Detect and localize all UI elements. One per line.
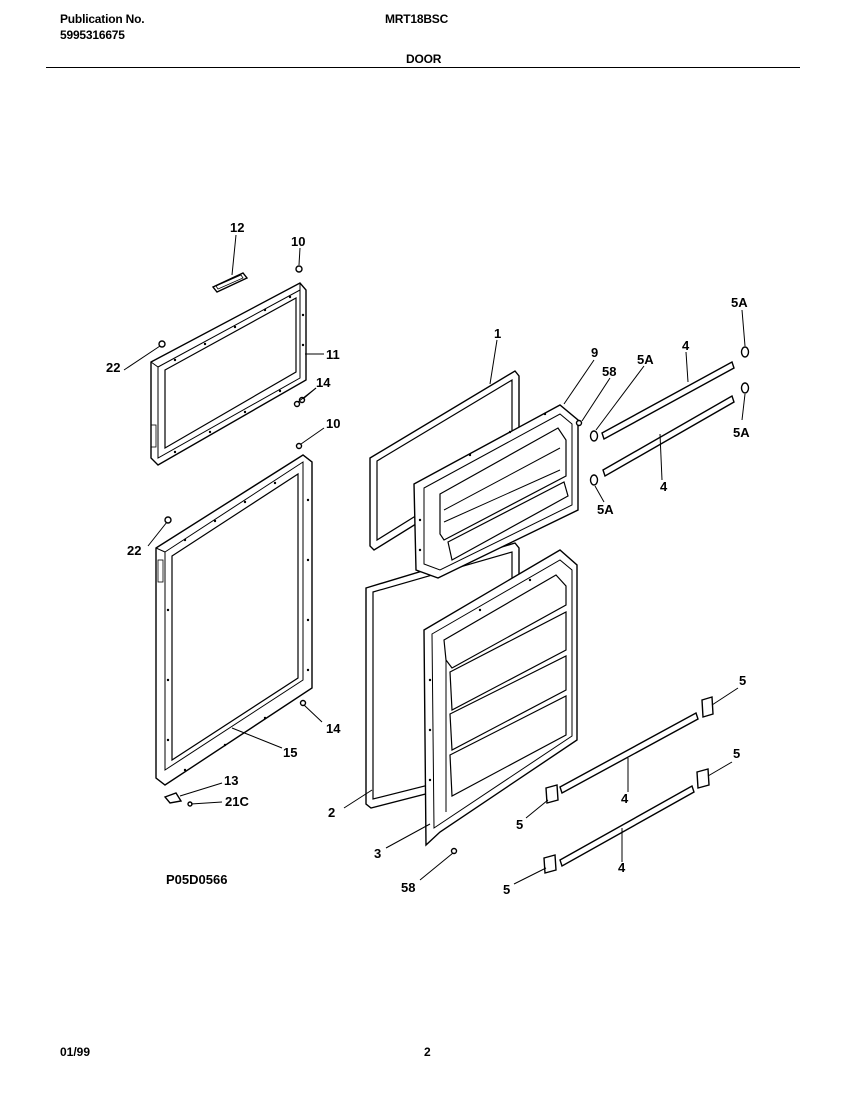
drawing-code: P05D0566 (166, 872, 227, 887)
callout-10-mid: 10 (326, 416, 340, 431)
callout-4-c: 4 (621, 791, 629, 806)
part-11-freezer-door (150, 282, 307, 466)
callout-9: 9 (591, 345, 598, 360)
callout-1: 1 (494, 326, 501, 341)
callout-21c: 21C (225, 794, 249, 809)
callout-14-top: 14 (316, 375, 331, 390)
callout-11: 11 (326, 347, 340, 362)
callout-4-d: 4 (618, 860, 626, 875)
callout-5a-right: 5A (733, 425, 750, 440)
part-9-upper-liner (413, 404, 579, 579)
section-title: DOOR (406, 52, 442, 66)
callout-22-top: 22 (106, 360, 120, 375)
callout-5-b: 5 (733, 746, 740, 761)
part-15-fresh-food-door (155, 454, 313, 786)
callout-5-c: 5 (516, 817, 523, 832)
callout-13: 13 (224, 773, 238, 788)
callout-5a-a: 5A (637, 352, 654, 367)
callout-3: 3 (374, 846, 381, 861)
publication-number: 5995316675 (60, 28, 125, 42)
callout-58-bottom: 58 (401, 880, 415, 895)
callout-5-d: 5 (503, 882, 510, 897)
part-12-trim-strip (211, 272, 249, 293)
part-3-lower-liner (423, 549, 578, 847)
callout-5a-b: 5A (597, 502, 614, 517)
leader-lines (123, 234, 746, 885)
footer-date: 01/99 (60, 1045, 91, 1059)
part-5-clips (543, 696, 714, 874)
callout-4-b: 4 (660, 479, 668, 494)
callout-58-top: 58 (602, 364, 616, 379)
callout-14-bottom: 14 (326, 721, 341, 736)
footer-page-number: 2 (424, 1045, 431, 1059)
callout-15: 15 (283, 745, 297, 760)
callout-4-a: 4 (682, 338, 690, 353)
fasteners (158, 265, 583, 855)
header-rule (46, 67, 800, 68)
part-4-shelf-rails (559, 360, 735, 868)
callout-5a-top: 5A (731, 295, 748, 310)
callout-5-a: 5 (739, 673, 746, 688)
callout-22-mid: 22 (127, 543, 141, 558)
model-number: MRT18BSC (385, 12, 449, 26)
callout-12: 12 (230, 220, 244, 235)
callout-2: 2 (328, 805, 335, 820)
part-5a-caps (589, 346, 750, 486)
callout-10-top: 10 (291, 234, 305, 249)
publication-label: Publication No. (60, 12, 145, 26)
